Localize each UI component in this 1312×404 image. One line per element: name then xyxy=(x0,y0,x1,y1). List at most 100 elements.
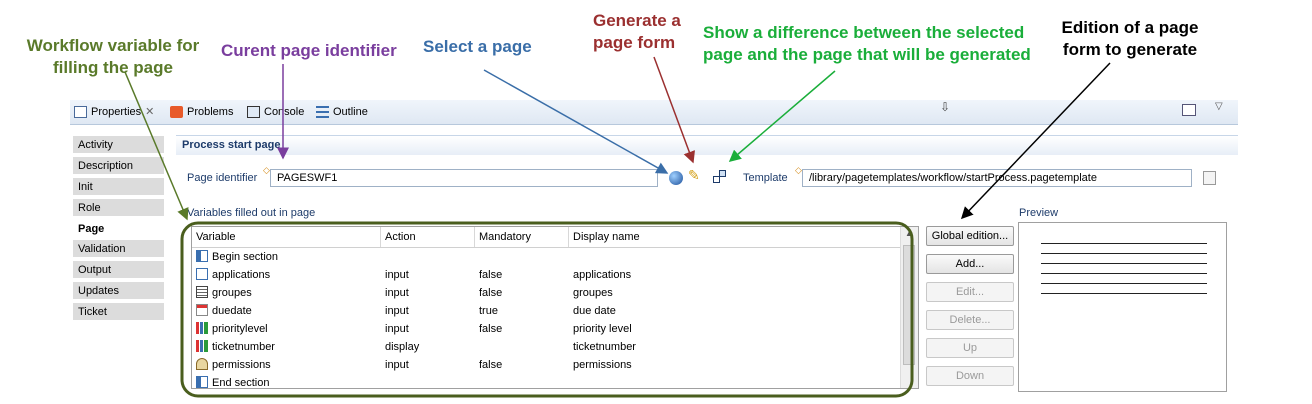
annotation-show-difference: Show a difference between the selected p… xyxy=(703,23,1031,64)
arrow-show-difference xyxy=(728,70,836,162)
table-row[interactable]: ticketnumber display ticketnumber xyxy=(192,338,902,356)
preview-line xyxy=(1041,293,1207,294)
table-row[interactable]: duedate input true due date xyxy=(192,302,902,320)
mandatory-cell: true xyxy=(479,305,498,317)
variables-caption: Variables filled out in page xyxy=(187,207,316,219)
table-header: Variable Action Mandatory Display name xyxy=(192,227,902,248)
preview-panel xyxy=(1018,222,1227,392)
action-cell: input xyxy=(385,359,409,371)
browse-template-icon[interactable] xyxy=(1203,171,1216,185)
sidebar-item-role[interactable]: Role xyxy=(73,199,164,218)
column-header-action[interactable]: Action xyxy=(381,227,475,247)
mandatory-cell: false xyxy=(479,323,503,335)
permissions-icon xyxy=(196,358,208,370)
column-header-variable[interactable]: Variable xyxy=(192,227,381,247)
mandatory-cell: false xyxy=(479,269,503,281)
outline-icon xyxy=(316,106,329,118)
down-button[interactable]: Down xyxy=(926,366,1014,386)
select-page-icon[interactable] xyxy=(669,171,683,185)
sidebar-item-description[interactable]: Description xyxy=(73,157,164,176)
table-row[interactable]: End section xyxy=(192,374,902,392)
new-window-icon[interactable] xyxy=(1182,104,1196,116)
input-icon xyxy=(196,268,208,280)
section-title: Process start page xyxy=(176,135,1238,155)
sidebar-item-validation[interactable]: Validation xyxy=(73,240,164,259)
preview-line xyxy=(1041,253,1207,254)
tab-console[interactable]: Console xyxy=(247,103,304,121)
template-input[interactable]: /library/pagetemplates/workflow/startPro… xyxy=(802,169,1192,187)
variable-name: Begin section xyxy=(212,251,279,263)
preview-line xyxy=(1041,263,1207,264)
tab-properties[interactable]: Properties ✕ xyxy=(74,103,154,121)
add-button[interactable]: Add... xyxy=(926,254,1014,274)
display-name-cell: permissions xyxy=(573,359,632,371)
variable-name: permissions xyxy=(212,359,271,371)
compare-pages-icon[interactable] xyxy=(713,170,727,184)
page-identifier-label: Page identifier xyxy=(187,172,258,184)
table-row[interactable]: prioritylevel input false priority level xyxy=(192,320,902,338)
close-icon[interactable]: ✕ xyxy=(145,106,155,118)
bar-chart-icon xyxy=(196,322,208,334)
template-label: Template xyxy=(743,172,788,184)
action-cell: input xyxy=(385,287,409,299)
mandatory-cell: false xyxy=(479,287,503,299)
edit-button[interactable]: Edit... xyxy=(926,282,1014,302)
table-row[interactable]: groupes input false groupes xyxy=(192,284,902,302)
action-cell: input xyxy=(385,305,409,317)
variable-name: End section xyxy=(212,377,270,389)
delete-button[interactable]: Delete... xyxy=(926,310,1014,330)
table-row[interactable]: applications input false applications xyxy=(192,266,902,284)
arrow-workflow-variable xyxy=(124,71,189,221)
display-name-cell: applications xyxy=(573,269,632,281)
annotation-workflow-variable: Workflow variable for filling the page xyxy=(26,36,200,77)
properties-icon xyxy=(74,106,87,118)
view-menu-icon[interactable]: ▽ xyxy=(1215,101,1223,112)
preview-line xyxy=(1041,243,1207,244)
tab-outline[interactable]: Outline xyxy=(316,103,368,121)
console-icon xyxy=(247,106,260,118)
tab-problems[interactable]: Problems xyxy=(170,103,233,121)
table-row[interactable]: Begin section xyxy=(192,248,902,266)
sidebar-item-init[interactable]: Init xyxy=(73,178,164,197)
view-tab-bar: Properties ✕ Problems Console Outline ⇩ … xyxy=(70,100,1238,125)
generate-form-icon[interactable]: ✎ xyxy=(688,167,700,183)
global-edition-button[interactable]: Global edition... xyxy=(926,226,1014,246)
sidebar-item-page[interactable]: Page xyxy=(73,220,164,239)
tab-label: Properties xyxy=(91,106,142,118)
column-header-display-name[interactable]: Display name xyxy=(573,231,640,243)
arrow-generate-form xyxy=(653,56,695,164)
mandatory-cell: false xyxy=(479,359,503,371)
preview-line xyxy=(1041,273,1207,274)
action-cell: display xyxy=(385,341,420,353)
up-button[interactable]: Up xyxy=(926,338,1014,358)
arrow-select-page xyxy=(483,69,669,174)
sidebar-item-ticket[interactable]: Ticket xyxy=(73,303,164,322)
preview-label: Preview xyxy=(1019,207,1059,219)
annotation-select-page: Select a page xyxy=(423,37,532,56)
display-name-cell: due date xyxy=(573,305,616,317)
sidebar-item-updates[interactable]: Updates xyxy=(73,282,164,301)
pin-icon[interactable]: ⇩ xyxy=(940,100,951,114)
annotation-current-page-identifier: Curent page identifier xyxy=(221,41,397,60)
column-header-mandatory[interactable]: Mandatory xyxy=(475,227,569,247)
page-identifier-input[interactable]: PAGESWF1 xyxy=(270,169,658,187)
display-name-cell: priority level xyxy=(573,323,632,335)
action-cell: input xyxy=(385,269,409,281)
variable-name: ticketnumber xyxy=(212,341,275,353)
variable-name: prioritylevel xyxy=(212,323,268,335)
variable-name: groupes xyxy=(212,287,252,299)
sidebar-item-activity[interactable]: Activity xyxy=(73,136,164,155)
content-assist-icon: ◇ xyxy=(795,165,802,175)
display-name-cell: groupes xyxy=(573,287,613,299)
table-row[interactable]: permissions input false permissions xyxy=(192,356,902,374)
preview-line xyxy=(1041,283,1207,284)
arrow-edition-form xyxy=(960,62,1111,220)
sidebar-item-output[interactable]: Output xyxy=(73,261,164,280)
scroll-up-icon[interactable]: ▲ xyxy=(905,229,913,238)
tab-label: Console xyxy=(264,106,305,118)
calendar-icon xyxy=(196,304,208,316)
bar-chart-icon xyxy=(196,340,208,352)
list-icon xyxy=(196,286,208,298)
annotation-generate-form: Generate a page form xyxy=(593,11,681,52)
